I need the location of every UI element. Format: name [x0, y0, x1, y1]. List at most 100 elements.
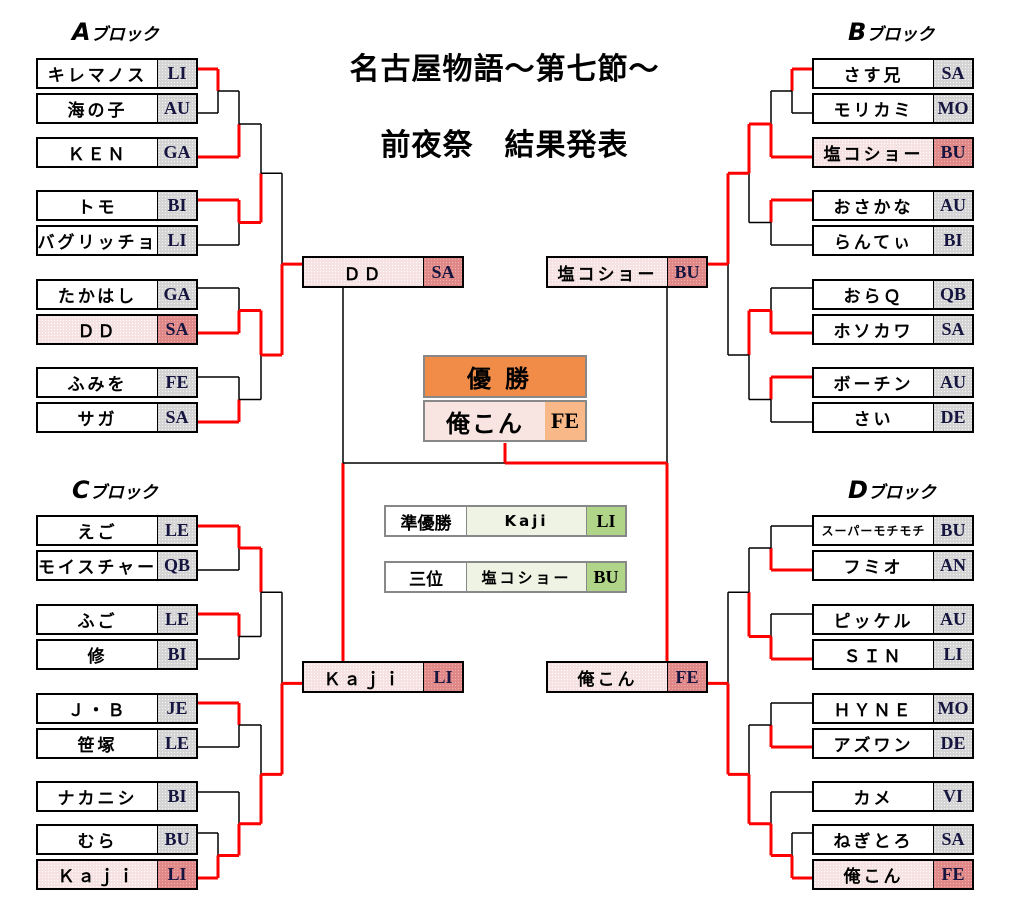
block-letter: D	[848, 476, 868, 504]
entry-row: トモ BI	[36, 190, 198, 221]
page-title: 名古屋物語～第七節～	[349, 52, 660, 87]
entry-name: モリカミ	[833, 101, 914, 121]
block-letter: B	[848, 18, 867, 46]
third-place-panel: 三位 塩コショー BU	[384, 561, 627, 593]
entry-name: ナカニシ	[57, 789, 138, 809]
entry-team-code: LE	[157, 517, 196, 544]
entry-row: 修 BI	[36, 639, 198, 670]
entry-row: らんてぃ BI	[812, 225, 974, 256]
block-suffix: ブロック	[89, 483, 158, 503]
entry-team-code: MO	[933, 95, 972, 122]
champion-label: 優勝	[423, 355, 587, 398]
runner-up-label: 準優勝	[386, 507, 467, 535]
entry-team-code: AN	[933, 552, 972, 579]
entry-team-code: QB	[157, 552, 196, 579]
entry-name: フミオ	[843, 558, 904, 578]
entry-name: ねぎとろ	[833, 832, 914, 852]
entry-name: おらＱ	[843, 287, 904, 307]
entry-name: さす兄	[843, 66, 904, 86]
entry-team-code: BU	[933, 517, 972, 544]
entry-team-code: VI	[933, 783, 972, 810]
entry-row: ボーチン AU	[812, 367, 974, 398]
entry-team-code: AU	[933, 192, 972, 219]
entry-name: アズワン	[833, 736, 914, 756]
entry-name: らんてぃ	[833, 233, 914, 253]
block-suffix: ブロック	[867, 483, 936, 503]
entry-name: 塩コショー	[814, 139, 933, 166]
entry-team-code: GA	[157, 281, 196, 308]
entry-name: バグリッチョ	[38, 233, 157, 253]
entry-team-code: SA	[157, 404, 196, 431]
entry-row: ＫＥＮ GA	[36, 137, 198, 168]
entry-team-code: AU	[933, 606, 972, 633]
entry-row: キレマノス LI	[36, 58, 198, 89]
entry-team-code: MO	[933, 695, 972, 722]
entry-name: トモ	[77, 198, 118, 218]
entry-row: たかはし GA	[36, 279, 198, 310]
semifinal-code: SA	[423, 258, 462, 286]
semifinal-name: 塩コショー	[548, 258, 667, 286]
block-letter: C	[72, 476, 90, 504]
entry-row: カメ VI	[812, 781, 974, 812]
third-place-code: BU	[587, 563, 625, 591]
entry-row: フミオ AN	[812, 550, 974, 581]
entry-name: ＤＤ	[38, 316, 157, 343]
entry-name: キレマノス	[47, 66, 148, 86]
block-label-d: Dブロック	[848, 476, 936, 504]
entry-name: モイスチャー	[38, 558, 157, 578]
entry-team-code: BI	[157, 641, 196, 668]
entry-name: スーパーモチモチ	[821, 524, 926, 538]
entry-team-code: BI	[933, 227, 972, 254]
entry-team-code: FE	[933, 861, 972, 888]
entry-name: ボーチン	[833, 375, 914, 395]
entry-team-code: LI	[157, 861, 196, 888]
block-suffix: ブロック	[90, 25, 159, 45]
entry-name: さい	[853, 410, 894, 430]
entry-row: ねぎとろ SA	[812, 824, 974, 855]
third-place-label: 三位	[386, 563, 467, 591]
entry-name: おさかな	[833, 198, 914, 218]
block-label-a: Aブロック	[72, 18, 159, 46]
block-suffix: ブロック	[866, 25, 935, 45]
entry-team-code: BI	[157, 192, 196, 219]
entry-team-code: LI	[157, 60, 196, 87]
entry-name: ＫＥＮ	[67, 145, 128, 165]
entry-team-code: DE	[933, 730, 972, 757]
entry-name: たかはし	[57, 287, 138, 307]
champion-code: FE	[545, 402, 585, 440]
entry-name: カメ	[853, 789, 894, 809]
entry-team-code: AU	[933, 369, 972, 396]
entry-row: ピッケル AU	[812, 604, 974, 635]
entry-team-code: BU	[157, 826, 196, 853]
semifinal-name: 俺こん	[548, 663, 667, 691]
entry-row: おらＱ QB	[812, 279, 974, 310]
entry-name: えご	[77, 523, 118, 543]
semifinal-name: Ｋａｊｉ	[304, 663, 423, 691]
runner-up-code: LI	[587, 507, 625, 535]
entry-team-code: JE	[157, 695, 196, 722]
entry-team-code: SA	[933, 826, 972, 853]
semifinal-code: BU	[667, 258, 706, 286]
entry-team-code: BI	[157, 783, 196, 810]
entry-team-code: QB	[933, 281, 972, 308]
entry-team-code: GA	[157, 139, 196, 166]
entry-name: ピッケル	[833, 612, 914, 632]
entry-team-code: LI	[933, 641, 972, 668]
entry-row: おさかな AU	[812, 190, 974, 221]
entry-name: 修	[87, 647, 108, 667]
champion-panel: 優勝 俺こん FE	[423, 355, 587, 442]
entry-team-code: DE	[933, 404, 972, 431]
entry-team-code: FE	[157, 369, 196, 396]
